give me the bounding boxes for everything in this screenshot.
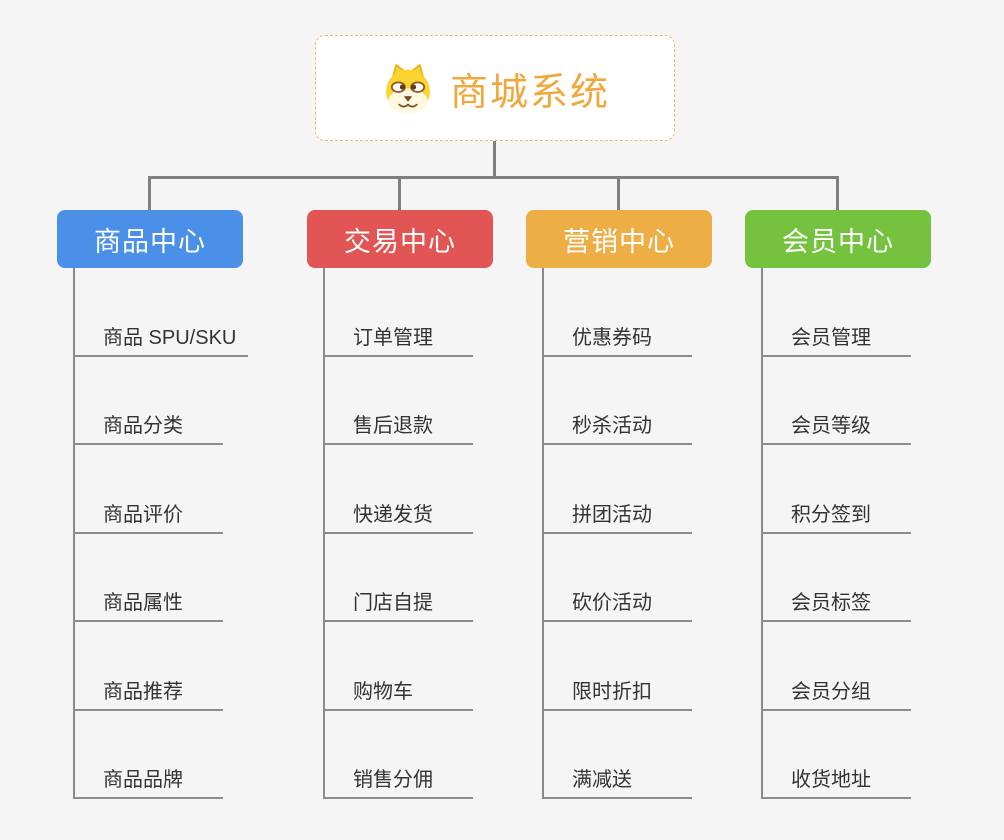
topic-item[interactable]: 购物车 xyxy=(323,622,473,711)
branch-node-member-center[interactable]: 会员中心 xyxy=(745,210,931,268)
dog-face-icon xyxy=(386,63,430,114)
topic-item[interactable]: 会员等级 xyxy=(761,357,911,445)
topic-item[interactable]: 商品属性 xyxy=(73,534,223,622)
branch-items-trade: 订单管理 售后退款 快递发货 门店自提 购物车 销售分佣 xyxy=(323,268,473,799)
topic-item[interactable]: 秒杀活动 xyxy=(542,357,692,445)
root-topic-label: 商城系统 xyxy=(449,71,610,114)
branch-member-center: 会员中心 会员管理 会员等级 积分签到 会员标签 会员分组 收货地址 xyxy=(745,210,995,830)
topic-item[interactable]: 砍价活动 xyxy=(542,534,692,622)
branch-node-trade-center[interactable]: 交易中心 xyxy=(307,210,493,268)
branch-node-marketing-center[interactable]: 营销中心 xyxy=(526,210,712,268)
topic-item[interactable]: 满减送 xyxy=(542,711,692,799)
topic-item[interactable]: 会员标签 xyxy=(761,534,911,622)
branch-vline xyxy=(761,268,763,799)
topic-item[interactable]: 商品分类 xyxy=(73,357,223,445)
connector-root-stub xyxy=(493,141,496,177)
topic-item[interactable]: 拼团活动 xyxy=(542,445,692,534)
connector-drop-member xyxy=(836,176,839,211)
branch-trade-center: 交易中心 订单管理 售后退款 快递发货 门店自提 购物车 销售分佣 xyxy=(307,210,557,830)
branch-items-product: 商品 SPU/SKU 商品分类 商品评价 商品属性 商品推荐 商品品牌 xyxy=(73,268,249,799)
branch-items-marketing: 优惠券码 秒杀活动 拼团活动 砍价活动 限时折扣 满减送 xyxy=(542,268,692,799)
branch-marketing-center: 营销中心 优惠券码 秒杀活动 拼团活动 砍价活动 限时折扣 满减送 xyxy=(526,210,776,830)
connector-drop-product xyxy=(148,176,151,211)
topic-item[interactable]: 会员管理 xyxy=(761,268,911,357)
topic-item[interactable]: 订单管理 xyxy=(323,268,473,357)
branch-vline xyxy=(323,268,325,799)
topic-item[interactable]: 售后退款 xyxy=(323,357,473,445)
root-topic[interactable]: 商城系统 xyxy=(315,35,675,141)
topic-item[interactable]: 积分签到 xyxy=(761,445,911,534)
topic-item[interactable]: 收货地址 xyxy=(761,711,911,799)
connector-drop-trade xyxy=(398,176,401,211)
topic-item[interactable]: 商品品牌 xyxy=(73,711,223,799)
topic-item[interactable]: 门店自提 xyxy=(323,534,473,622)
topic-item[interactable]: 商品评价 xyxy=(73,445,223,534)
topic-item[interactable]: 销售分佣 xyxy=(323,711,473,799)
branch-vline xyxy=(73,268,75,799)
topic-item[interactable]: 商品 SPU/SKU xyxy=(73,268,249,357)
topic-item[interactable]: 快递发货 xyxy=(323,445,473,534)
branch-product-center: 商品中心 商品 SPU/SKU 商品分类 商品评价 商品属性 商品推荐 商品品牌 xyxy=(57,210,307,830)
topic-item[interactable]: 优惠券码 xyxy=(542,268,692,357)
connector-drop-marketing xyxy=(617,176,620,211)
topic-item[interactable]: 会员分组 xyxy=(761,622,911,711)
branch-node-product-center[interactable]: 商品中心 xyxy=(57,210,243,268)
branch-vline xyxy=(542,268,544,799)
topic-item[interactable]: 限时折扣 xyxy=(542,622,692,711)
topic-item[interactable]: 商品推荐 xyxy=(73,622,223,711)
branch-items-member: 会员管理 会员等级 积分签到 会员标签 会员分组 收货地址 xyxy=(761,268,911,799)
connector-horizontal-bar xyxy=(148,176,838,179)
